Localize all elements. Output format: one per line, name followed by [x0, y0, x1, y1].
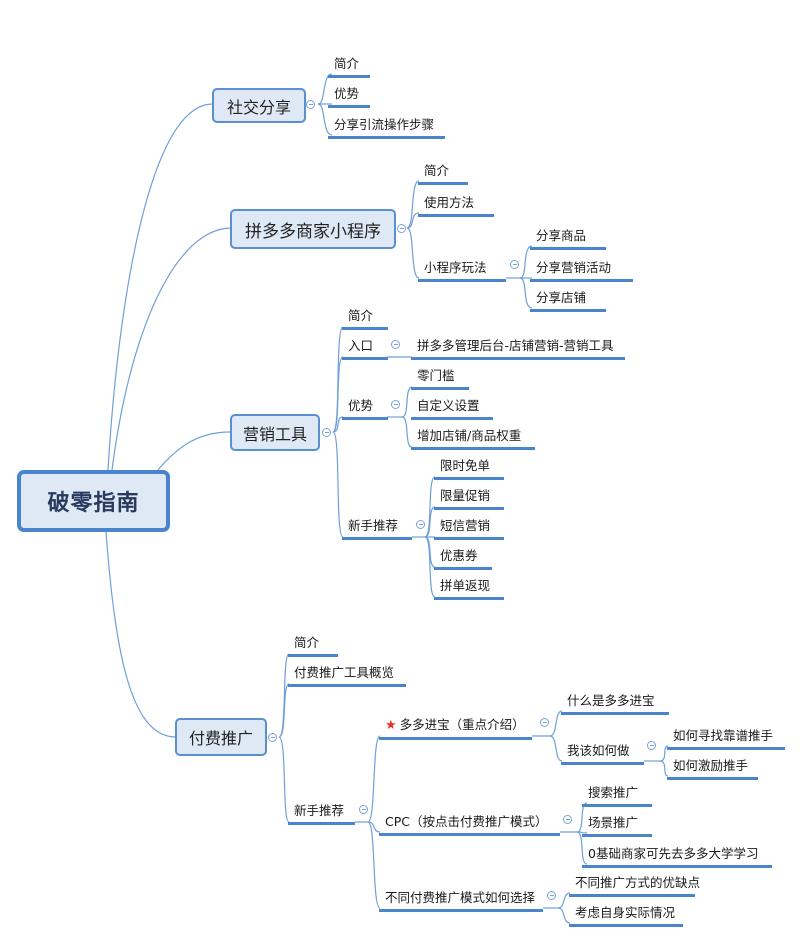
star-icon: ★ [385, 718, 397, 733]
collapse-toggle-icon[interactable] [391, 400, 400, 409]
connector-line [332, 431, 344, 538]
connector-line [424, 506, 436, 538]
collapse-toggle-icon[interactable] [306, 100, 315, 109]
connector-line [549, 735, 563, 762]
node-group-cashback[interactable]: 拼单返现 [434, 578, 504, 600]
node-share-steps[interactable]: 分享引流操作步骤 [328, 117, 445, 139]
collapse-toggle-icon[interactable] [563, 815, 572, 824]
node-intro[interactable]: 简介 [288, 635, 338, 657]
connector-line [401, 416, 413, 448]
branch-mini-program[interactable]: 拼多多商家小程序 [230, 209, 396, 249]
connector-line [557, 892, 571, 909]
connector-line [367, 821, 381, 833]
collapse-toggle-icon[interactable] [359, 805, 368, 814]
connector-line [317, 103, 333, 136]
node-share-campaign[interactable]: 分享营销活动 [530, 260, 633, 282]
node-custom-settings[interactable]: 自定义设置 [411, 398, 493, 420]
link-root-b3 [105, 531, 176, 738]
node-entry-path[interactable]: 拼多多管理后台-店铺营销-营销工具 [411, 338, 625, 360]
connector-line [519, 245, 533, 279]
connector-line [424, 536, 436, 598]
connector-line [332, 416, 344, 433]
node-share-product[interactable]: 分享商品 [530, 228, 606, 250]
connector-line [659, 760, 669, 777]
node-label: 多多进宝（重点介绍） [399, 717, 525, 732]
collapse-toggle-icon[interactable] [647, 741, 656, 750]
node-scene-promo[interactable]: 场景推广 [582, 815, 652, 837]
node-advantage[interactable]: 优势 [342, 398, 388, 420]
branch-paid-promotion[interactable]: 付费推广 [175, 718, 267, 756]
node-paid-tools-overview[interactable]: 付费推广工具概览 [288, 665, 406, 687]
collapse-toggle-icon[interactable] [510, 260, 519, 269]
node-zero-threshold[interactable]: 零门槛 [411, 368, 469, 390]
connector-line [367, 821, 381, 909]
connector-line [549, 710, 563, 737]
node-share-store[interactable]: 分享店铺 [530, 290, 606, 312]
connector-line [576, 831, 588, 865]
connector-line [367, 735, 381, 823]
node-duoduo-jinbao[interactable]: ★多多进宝（重点介绍） [379, 717, 532, 740]
node-beginner-recommend[interactable]: 新手推荐 [288, 803, 355, 825]
node-advantage[interactable]: 优势 [328, 86, 370, 108]
node-usage[interactable]: 使用方法 [418, 195, 494, 217]
node-limited-promo[interactable]: 限量促销 [434, 488, 504, 510]
branch-marketing-tools[interactable]: 营销工具 [230, 414, 320, 451]
collapse-toggle-icon[interactable] [268, 733, 277, 742]
node-mini-program-play[interactable]: 小程序玩法 [418, 260, 506, 282]
collapse-toggle-icon[interactable] [547, 891, 556, 900]
node-coupon[interactable]: 优惠券 [434, 548, 492, 570]
root-node[interactable]: 破零指南 [17, 470, 170, 532]
node-consider-situation[interactable]: 考虑自身实际情况 [569, 905, 683, 927]
node-search-promo[interactable]: 搜索推广 [582, 785, 652, 807]
node-what-is-jinbao[interactable]: 什么是多多进宝 [561, 693, 669, 715]
connector-line [406, 180, 420, 229]
connector-line [317, 73, 333, 105]
collapse-toggle-icon[interactable] [416, 520, 425, 529]
connector-line [278, 683, 290, 738]
node-find-promoters[interactable]: 如何寻找靠谱推手 [667, 728, 785, 750]
node-motivate-promoters[interactable]: 如何激励推手 [667, 758, 758, 780]
node-how-to-do[interactable]: 我该如何做 [561, 743, 644, 765]
connector-line [332, 356, 344, 433]
link-root-b1 [111, 227, 231, 471]
connector-line [401, 386, 413, 418]
connector-line [278, 736, 290, 823]
collapse-toggle-icon[interactable] [540, 718, 549, 727]
node-intro[interactable]: 简介 [418, 163, 468, 185]
node-free-order[interactable]: 限时免单 [434, 458, 504, 480]
node-entry[interactable]: 入口 [342, 338, 388, 360]
connector-line [557, 907, 571, 924]
link-root-b2 [157, 431, 231, 471]
collapse-toggle-icon[interactable] [322, 428, 331, 437]
link-root-b0 [107, 103, 213, 471]
collapse-toggle-icon[interactable] [397, 224, 406, 233]
connector-line [406, 212, 420, 229]
connector-line [519, 277, 533, 309]
node-beginner-recommend[interactable]: 新手推荐 [342, 518, 412, 540]
node-cpc[interactable]: CPC（按点击付费推广模式） [379, 814, 560, 836]
node-increase-weight[interactable]: 增加店铺/商品权重 [411, 428, 535, 450]
node-intro[interactable]: 简介 [342, 308, 388, 330]
connector-line [659, 745, 669, 762]
node-intro[interactable]: 简介 [328, 56, 370, 78]
branch-social-share[interactable]: 社交分享 [212, 88, 306, 123]
node-sms-marketing[interactable]: 短信营销 [434, 518, 504, 540]
node-pros-cons[interactable]: 不同推广方式的优缺点 [569, 875, 700, 897]
connector-line [406, 227, 420, 279]
node-learn-duoduo-university[interactable]: 0基础商家可先去多多大学学习 [582, 846, 772, 868]
connector-line [576, 802, 588, 833]
collapse-toggle-icon[interactable] [391, 340, 400, 349]
node-how-to-choose[interactable]: 不同付费推广模式如何选择 [379, 890, 543, 912]
